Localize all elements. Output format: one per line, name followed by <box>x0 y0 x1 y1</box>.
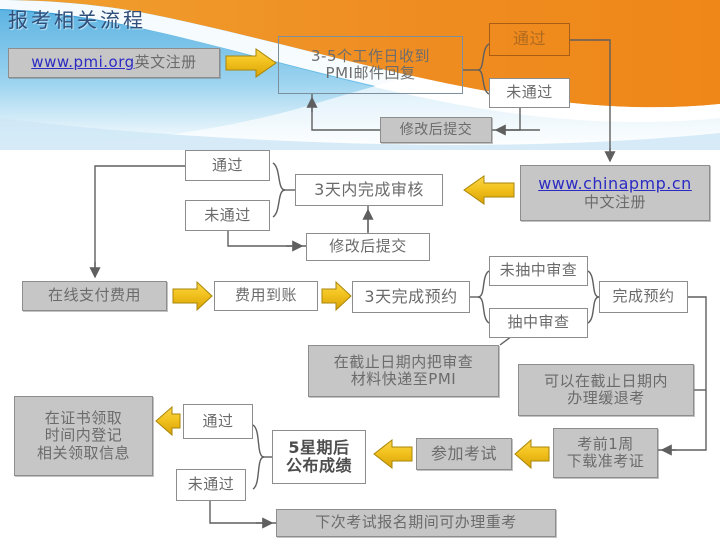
node-pass-3-label: 通过 <box>202 411 234 430</box>
node-cert-register[interactable]: 在证书领取 时间内登记 相关领取信息 <box>14 396 153 476</box>
node-courier-materials[interactable]: 在截止日期内把审查 材料快递至PMI <box>308 345 499 397</box>
node-resubmit-1-label: 修改后提交 <box>399 121 473 138</box>
node-pass-2-label: 通过 <box>211 155 243 174</box>
chinapmp-suffix: 中文注册 <box>583 192 646 211</box>
node-pass-1[interactable]: 通过 <box>489 23 570 56</box>
node-resubmit-2-label: 修改后提交 <box>329 237 407 256</box>
node-fail-3-label: 未通过 <box>187 475 235 494</box>
node-fail-2[interactable]: 未通过 <box>185 200 270 231</box>
node-not-selected-audit[interactable]: 未抽中审查 <box>489 256 588 286</box>
node-cert-register-label: 在证书领取 时间内登记 相关领取信息 <box>36 409 130 462</box>
node-download-ticket-label: 考前1周 下载准考证 <box>566 434 645 470</box>
node-defer-exam[interactable]: 可以在截止日期内 办理缓退考 <box>518 364 694 416</box>
arrow-ticket-to-exam <box>514 438 550 470</box>
node-fee-received[interactable]: 费用到账 <box>214 281 318 311</box>
arrow-exam-to-results <box>373 438 413 470</box>
node-resubmit-1[interactable]: 修改后提交 <box>380 117 492 143</box>
node-pay-online[interactable]: 在线支付费用 <box>22 281 167 311</box>
arrow-chinapmp-to-review <box>463 175 515 205</box>
node-pass-2[interactable]: 通过 <box>185 150 270 181</box>
node-take-exam-label: 参加考试 <box>430 443 497 463</box>
node-pmi-reply[interactable]: 3-5个工作日收到 PMI邮件回复 <box>278 36 463 94</box>
node-resubmit-2[interactable]: 修改后提交 <box>306 233 430 261</box>
node-fail-1-label: 未通过 <box>506 83 553 102</box>
node-fee-received-label: 费用到账 <box>234 286 297 305</box>
node-pay-online-label: 在线支付费用 <box>47 286 141 305</box>
node-retake[interactable]: 下次考试报名期间可办理重考 <box>276 509 556 537</box>
node-book-3days-label: 3天完成预约 <box>364 286 458 306</box>
node-fail-2-label: 未通过 <box>204 205 251 224</box>
pmi-org-link[interactable]: www.pmi.org <box>31 53 135 72</box>
node-book-3days[interactable]: 3天完成预约 <box>352 281 470 313</box>
node-pass-1-label: 通过 <box>512 29 546 49</box>
node-retake-label: 下次考试报名期间可办理重考 <box>315 513 517 532</box>
node-not-selected-audit-label: 未抽中审查 <box>499 261 578 280</box>
node-pass-3[interactable]: 通过 <box>183 404 253 439</box>
arrow-pay-to-fee <box>172 280 213 312</box>
node-pmi-reply-label: 3-5个工作日收到 PMI邮件回复 <box>310 46 430 82</box>
arrow-register-to-reply <box>225 48 277 78</box>
node-booking-done[interactable]: 完成预约 <box>599 281 688 313</box>
node-results-5weeks-label: 5星期后 公布成绩 <box>285 437 352 475</box>
node-defer-exam-label: 可以在截止日期内 办理缓退考 <box>543 371 668 407</box>
arrow-fee-to-book <box>321 280 352 312</box>
node-fail-1[interactable]: 未通过 <box>489 78 570 108</box>
chinapmp-link[interactable]: www.chinapmp.cn <box>538 174 692 194</box>
node-chinapmp[interactable]: www.chinapmp.cn 中文注册 <box>520 165 710 221</box>
page-title: 报考相关流程 <box>8 8 146 32</box>
node-review-3days[interactable]: 3天内完成审核 <box>295 174 443 206</box>
node-booking-done-label: 完成预约 <box>612 287 675 306</box>
pmi-register-suffix: 英文注册 <box>134 53 197 72</box>
node-selected-audit-label: 抽中审查 <box>507 313 570 332</box>
arrow-pass3-to-cert <box>155 405 181 437</box>
node-fail-3[interactable]: 未通过 <box>176 469 246 501</box>
node-selected-audit[interactable]: 抽中审查 <box>489 308 588 338</box>
node-download-ticket[interactable]: 考前1周 下载准考证 <box>553 428 658 478</box>
node-take-exam[interactable]: 参加考试 <box>416 438 512 470</box>
node-review-3days-label: 3天内完成审核 <box>314 179 424 199</box>
node-courier-materials-label: 在截止日期内把审查 材料快递至PMI <box>333 352 474 388</box>
node-results-5weeks[interactable]: 5星期后 公布成绩 <box>272 430 366 484</box>
